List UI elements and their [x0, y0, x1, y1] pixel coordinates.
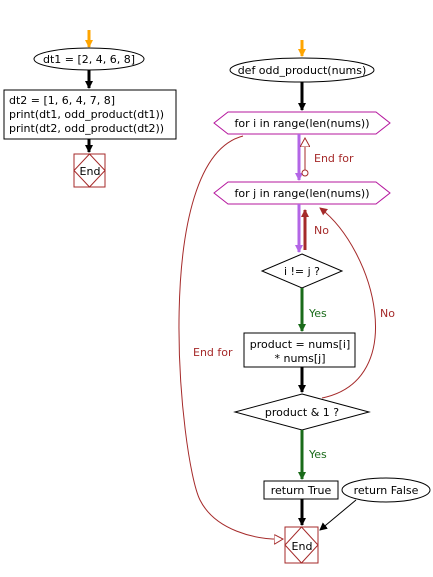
main-process-line-1: dt2 = [1, 6, 4, 7, 8] — [9, 94, 115, 107]
return-false-shape — [341, 477, 431, 503]
product-process-block: product = nums[i] * nums[j] — [243, 332, 356, 368]
cond-prod-label: product & 1 ? — [265, 406, 339, 419]
no-outer-label: No — [380, 307, 395, 320]
end-for-outer-arrow — [178, 135, 283, 539]
no-outer-arrow — [319, 207, 376, 399]
cond-ij-node: i != j ? — [260, 253, 344, 289]
arrow-return-false-to-end — [319, 499, 357, 531]
loop-j-hexagon — [213, 181, 391, 205]
return-false-terminal: return False — [341, 477, 431, 503]
end-for-inner-label: End for — [314, 152, 354, 165]
def-terminal-label: def odd_product(nums) — [238, 64, 367, 77]
main-process-block: dt2 = [1, 6, 4, 7, 8] print(dt1, odd_pro… — [3, 89, 177, 140]
return-true-block: return True — [263, 480, 339, 500]
return-false-label: return False — [354, 484, 419, 497]
func-end-diamond — [284, 526, 319, 564]
yes-ij-label: Yes — [308, 307, 327, 320]
end-for-inner-connector — [301, 169, 309, 177]
main-process-line-3: print(dt2, odd_product(dt2)) — [9, 122, 164, 135]
func-end-box — [284, 526, 319, 564]
loop-j-node: for j in range(len(nums)) — [213, 181, 391, 205]
no-inner-label: No — [314, 224, 329, 237]
main-process-box — [3, 89, 177, 140]
yes-prod-label: Yes — [308, 448, 327, 461]
main-end-label: End — [80, 165, 101, 178]
cond-prod-node: product & 1 ? — [233, 393, 371, 431]
main-end-node: End — [73, 153, 106, 188]
loop-i-label: for i in range(len(nums)) — [234, 117, 369, 130]
end-for-outer-label: End for — [193, 346, 233, 359]
dt1-terminal: dt1 = [2, 4, 6, 8] — [33, 47, 145, 71]
func-end-node: End — [284, 526, 319, 564]
func-end-label: End — [292, 540, 313, 553]
loop-i-hexagon — [213, 111, 391, 135]
main-process-line-2: print(dt1, odd_product(dt1)) — [9, 108, 164, 121]
return-true-label: return True — [271, 484, 332, 497]
loop-j-label: for j in range(len(nums)) — [234, 187, 369, 200]
loop-i-node: for i in range(len(nums)) — [213, 111, 391, 135]
product-process-box — [243, 332, 356, 368]
dt1-terminal-label: dt1 = [2, 4, 6, 8] — [43, 53, 135, 66]
product-process-line-2: * nums[j] — [274, 352, 325, 365]
cond-ij-label: i != j ? — [284, 265, 320, 278]
main-end-diamond — [73, 153, 106, 188]
def-terminal: def odd_product(nums) — [229, 57, 375, 83]
product-process-line-1: product = nums[i] — [250, 338, 351, 351]
